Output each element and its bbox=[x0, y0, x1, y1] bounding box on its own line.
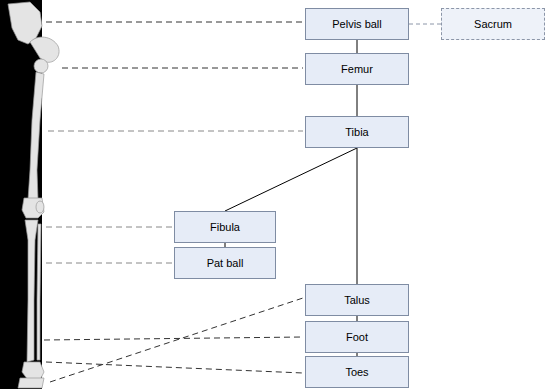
bone-box: Pat ball bbox=[174, 247, 276, 279]
bone-box: Femur bbox=[305, 53, 409, 85]
leader-line bbox=[50, 298, 303, 382]
fibula-bone bbox=[37, 224, 41, 360]
bone-box: Toes bbox=[305, 356, 409, 388]
bone-name: Femur bbox=[341, 63, 373, 75]
bone-name: Pat ball bbox=[207, 257, 244, 269]
leader-lines bbox=[44, 22, 303, 382]
bone-box: Foot bbox=[305, 321, 409, 353]
leader-line bbox=[46, 263, 172, 264]
bone-name: Fibula bbox=[210, 221, 240, 233]
patella-bone bbox=[36, 201, 44, 213]
leader-line bbox=[46, 362, 303, 373]
femur-head bbox=[34, 59, 48, 73]
connector-line bbox=[409, 24, 441, 25]
knee-joint bbox=[22, 198, 44, 218]
hip-bone bbox=[30, 37, 59, 62]
skeleton bbox=[8, 2, 59, 388]
ankle-bone bbox=[22, 362, 44, 380]
leader-line bbox=[46, 227, 172, 228]
connector-line bbox=[357, 40, 358, 53]
bone-box: Talus bbox=[305, 284, 409, 316]
leader-line bbox=[48, 131, 303, 132]
bone-name: Foot bbox=[346, 331, 368, 343]
leader-line bbox=[46, 22, 303, 23]
femur-bone bbox=[28, 72, 44, 200]
optional-bone-box: Sacrum bbox=[441, 8, 545, 40]
connector-line bbox=[225, 148, 357, 211]
connector-line bbox=[357, 85, 358, 116]
bone-box: Pelvis ball bbox=[305, 8, 409, 40]
leader-line bbox=[44, 337, 303, 340]
bone-box: Tibia bbox=[305, 116, 409, 148]
connector-line bbox=[357, 148, 358, 284]
leader-line bbox=[62, 68, 303, 69]
bone-name: Toes bbox=[345, 366, 368, 378]
bone-name: Pelvis ball bbox=[332, 18, 382, 30]
tibia-bone bbox=[25, 220, 38, 362]
bone-name: Talus bbox=[344, 294, 370, 306]
bone-name: Tibia bbox=[345, 126, 368, 138]
bone-box: Fibula bbox=[174, 211, 276, 243]
bone-name: Sacrum bbox=[474, 18, 512, 30]
foot-bone bbox=[18, 378, 44, 388]
